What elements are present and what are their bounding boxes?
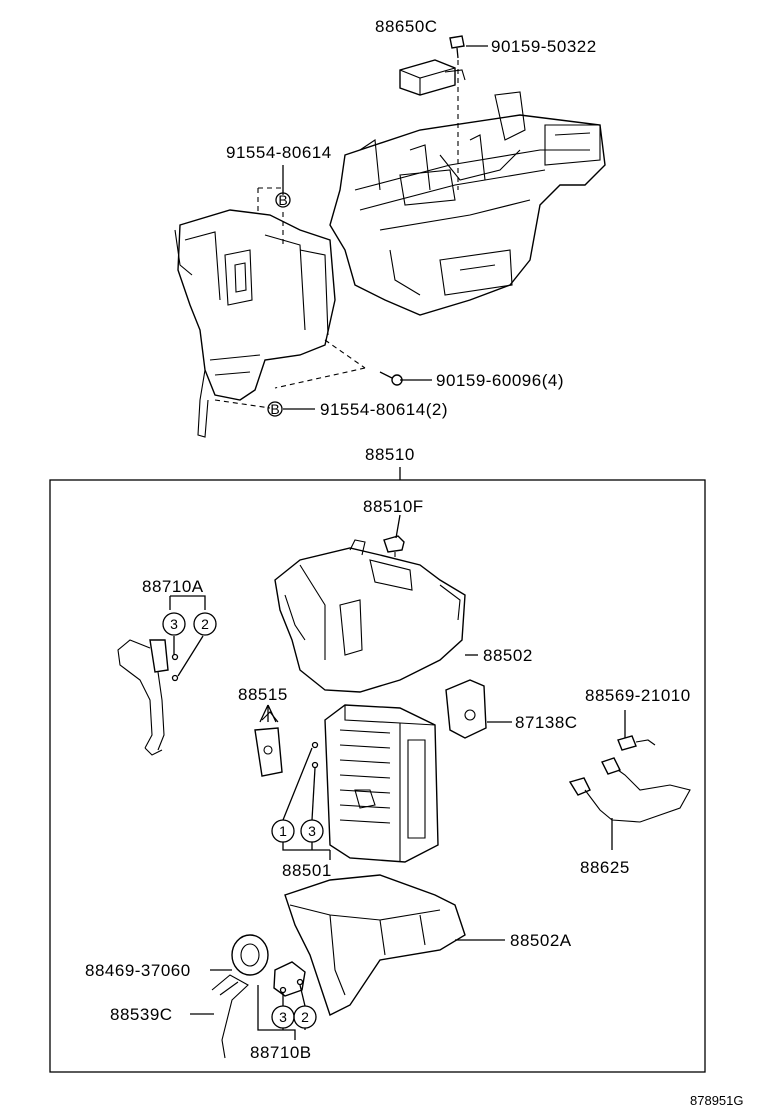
assembly-88510-frame [49,479,706,1073]
callout-3-88501: 3 [300,819,324,843]
pipe-88710A-illustration [117,639,169,756]
label-88501: 88501 [282,861,332,880]
label-88469-37060: 88469-37060 [85,961,191,980]
label-88515: 88515 [238,685,288,704]
label-88569-21010: 88569-21010 [585,686,691,705]
label-91554-80614: 91554-80614 [226,143,332,162]
case-88502-illustration [274,539,466,693]
label-88510: 88510 [365,445,415,464]
label-91554-80614-2: 91554-80614(2) [320,400,448,419]
svg-text:3: 3 [279,1009,287,1025]
callout-b-upper: B [275,192,291,208]
callout-3-88710A: 3 [162,612,186,636]
bracket-87138C-illustration [445,679,487,739]
label-90159-50322: 90159-50322 [491,37,597,56]
part-88510F-illustration [383,535,405,553]
label-88502: 88502 [483,646,533,665]
svg-text:2: 2 [301,1009,309,1025]
svg-text:3: 3 [170,616,178,632]
svg-text:1: 1 [279,823,287,839]
grommet-88469-37060-illustration [231,934,269,976]
harness-88625-illustration [568,757,691,823]
callout-2-88710B: 2 [293,1005,317,1029]
blower-case-illustration [174,209,336,438]
callout-b-lower: B [267,401,283,417]
label-88650C: 88650C [375,17,438,36]
label-88510F: 88510F [363,497,424,516]
label-88710A: 88710A [142,577,204,596]
svg-text:3: 3 [308,823,316,839]
label-87138C: 87138C [515,713,578,732]
heater-unit-illustration [329,91,606,316]
case-88502A-illustration [284,874,466,1016]
diagram-code: 878951G [690,1093,744,1108]
hose-88539C-illustration [211,974,249,1059]
callout-3-88710B: 3 [271,1005,295,1029]
callout-2-88710A: 2 [193,612,217,636]
svg-text:B: B [278,192,287,208]
label-88710B: 88710B [250,1043,312,1062]
module-88650C-illustration [399,59,466,96]
screw-90159-60096-illustration [379,371,403,386]
label-90159-60096: 90159-60096(4) [436,371,564,390]
label-88539C: 88539C [110,1005,173,1024]
evaporator-88501-illustration [324,704,439,863]
sensor-88569-21010-illustration [617,735,656,751]
screw-90159-50322-illustration [449,35,465,59]
valve-88515-illustration [254,711,283,777]
callout-1-88501: 1 [271,819,295,843]
svg-text:2: 2 [201,616,209,632]
label-88502A: 88502A [510,931,572,950]
label-88625: 88625 [580,858,630,877]
svg-text:B: B [270,401,279,417]
